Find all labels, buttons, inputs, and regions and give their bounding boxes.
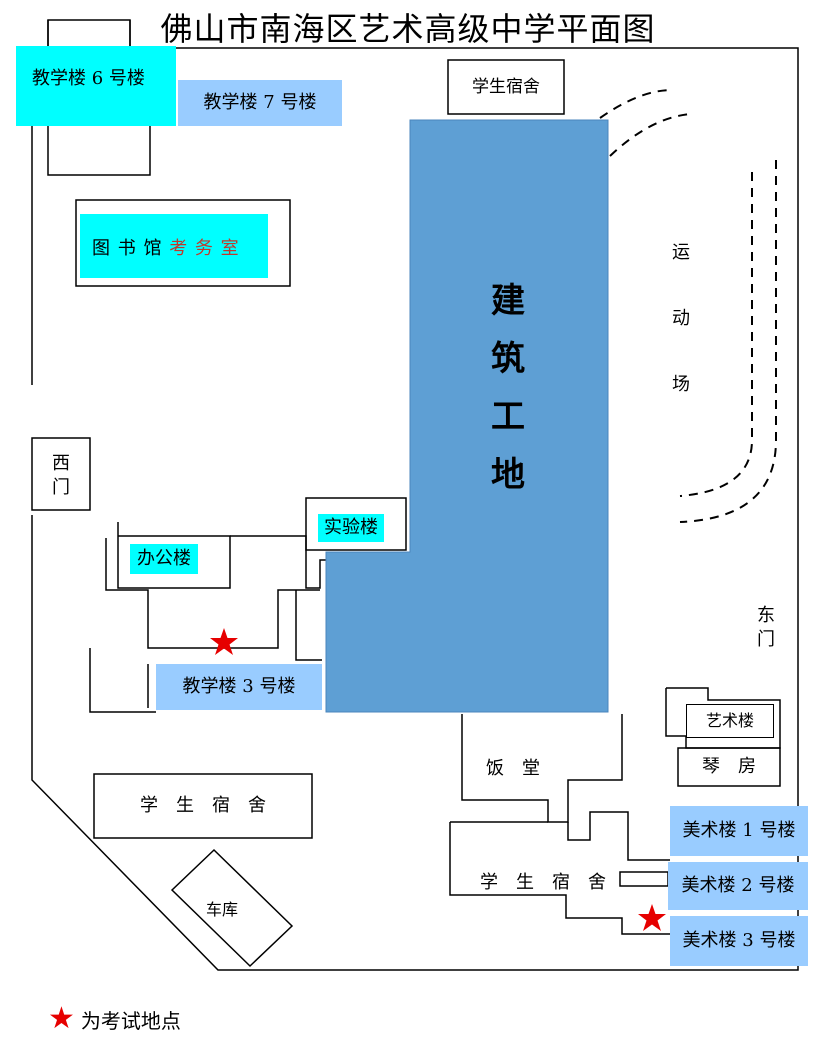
dorm-top-label: 学生宿舍 bbox=[472, 77, 540, 97]
east-gate-char: 东 bbox=[757, 605, 775, 626]
lab-label: 实验楼 bbox=[318, 514, 384, 542]
canteen-outline bbox=[461, 714, 623, 823]
office-wing bbox=[105, 538, 320, 649]
library-highlight bbox=[80, 214, 268, 278]
dorm-left-outline bbox=[93, 773, 313, 839]
west-gate-outline bbox=[31, 437, 91, 511]
teaching-6-label: 教学楼 6 号楼 bbox=[32, 68, 145, 89]
west-gate-char: 西 bbox=[52, 453, 70, 474]
garage-outline bbox=[170, 848, 294, 968]
construction-site-label: 建 筑 工 地 bbox=[478, 272, 538, 504]
dorm-right-outline bbox=[449, 822, 670, 935]
sports-char: 动 bbox=[672, 308, 690, 329]
star-icon: ★ bbox=[48, 1001, 75, 1036]
map-title: 佛山市南海区艺术高级中学平面图 bbox=[160, 10, 656, 48]
sports-field-label: 运 动 场 bbox=[666, 220, 696, 418]
dorm-right-label: 学 生 宿 舍 bbox=[480, 872, 606, 893]
art-2-label: 美术楼 2 号楼 bbox=[668, 862, 808, 910]
sports-track bbox=[599, 89, 777, 523]
piano-room-outline bbox=[677, 747, 781, 787]
star-icon bbox=[210, 628, 238, 655]
teaching-7-label: 教学楼 7 号楼 bbox=[178, 80, 342, 126]
library-name: 图 书 馆 bbox=[92, 238, 163, 259]
legend: ★ 为考试地点 bbox=[48, 1004, 181, 1034]
piano-room-label: 琴 房 bbox=[702, 756, 756, 777]
art-3-label: 美术楼 3 号楼 bbox=[670, 916, 808, 966]
garage-label: 车库 bbox=[206, 900, 239, 919]
office-label: 办公楼 bbox=[130, 544, 198, 574]
canteen-label: 饭 堂 bbox=[486, 758, 540, 779]
west-gate-char: 门 bbox=[52, 477, 70, 498]
construction-site-area bbox=[325, 119, 609, 713]
construction-char: 地 bbox=[491, 455, 525, 495]
exam-office-name: 考 务 室 bbox=[169, 238, 240, 259]
teaching-6-highlight bbox=[16, 46, 176, 126]
teaching-3-outline bbox=[89, 648, 156, 713]
dorm-left-label: 学 生 宿 舍 bbox=[140, 795, 266, 816]
construction-char: 工 bbox=[491, 397, 525, 437]
dorm-top-outline bbox=[447, 59, 565, 115]
east-gate-char: 门 bbox=[757, 629, 775, 650]
construction-char: 筑 bbox=[491, 339, 525, 379]
construction-char: 建 bbox=[491, 281, 525, 321]
teaching-3-label: 教学楼 3 号楼 bbox=[156, 664, 322, 710]
library-label: 图 书 馆 考 务 室 bbox=[92, 234, 240, 260]
library-outline bbox=[75, 199, 291, 287]
star-icon bbox=[638, 904, 666, 931]
west-gate-label: 西 门 bbox=[32, 452, 90, 500]
office-outline bbox=[117, 522, 231, 589]
east-gate-label: 东 门 bbox=[752, 604, 780, 652]
art-1-label: 美术楼 1 号楼 bbox=[670, 806, 808, 856]
sports-char: 运 bbox=[672, 242, 690, 263]
sports-char: 场 bbox=[672, 374, 690, 395]
lab-outline bbox=[305, 497, 407, 551]
legend-text: 为考试地点 bbox=[80, 1008, 181, 1033]
art-building-label: 艺术楼 bbox=[686, 704, 774, 738]
